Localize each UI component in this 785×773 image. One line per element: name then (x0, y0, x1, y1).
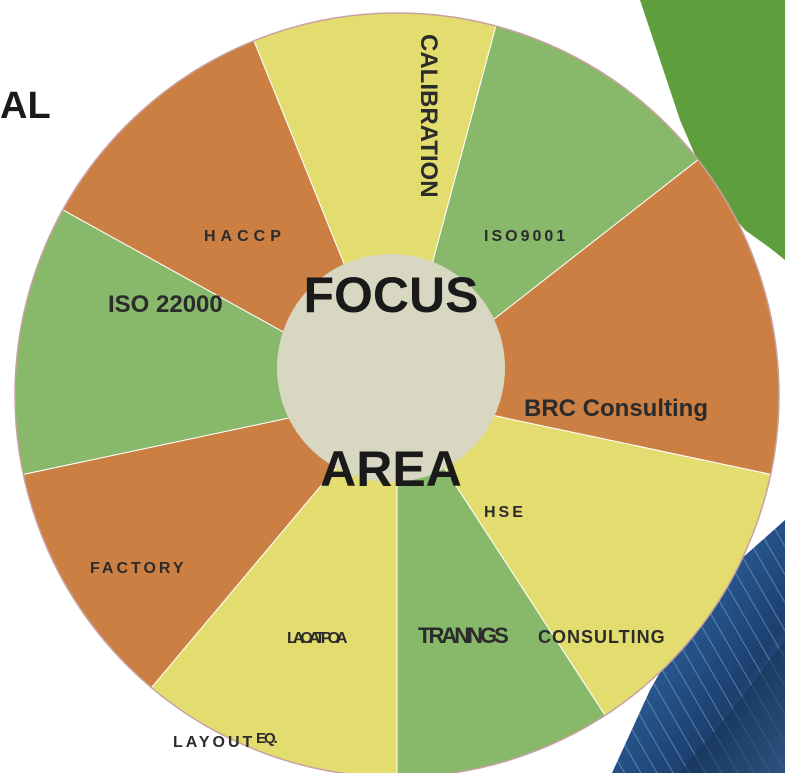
center-word-focus: FOCUS (304, 267, 479, 323)
background-photo (612, 520, 785, 773)
wheel-outline (14, 12, 780, 773)
center-hub (277, 254, 505, 482)
partial-title: AL (0, 85, 51, 127)
segment-label-iso-22000: ISO 22000 (108, 291, 223, 318)
segment-label-laoatpoa: LAOATPOA (287, 630, 348, 647)
segment-label-trainings: TRANNGS (418, 623, 508, 648)
segment-label-factory: FACTORY (90, 560, 187, 577)
segment-label-calibration: CALIBRATION (415, 34, 442, 198)
center-word-area: AREA (320, 441, 462, 497)
segment-label-iso9001: ISO9001 (484, 228, 568, 245)
segment-label-haccp: HACCP (204, 228, 286, 245)
segment-label-hse: HSE (484, 504, 526, 521)
segment-label-layout: LAYOUT (173, 734, 255, 751)
segment-label-eq: EQ. (256, 730, 278, 747)
segment-label-consulting: CONSULTING (538, 627, 666, 647)
segment-label-brc-consulting: BRC Consulting (524, 395, 708, 422)
corner-green-shape (640, 0, 785, 260)
